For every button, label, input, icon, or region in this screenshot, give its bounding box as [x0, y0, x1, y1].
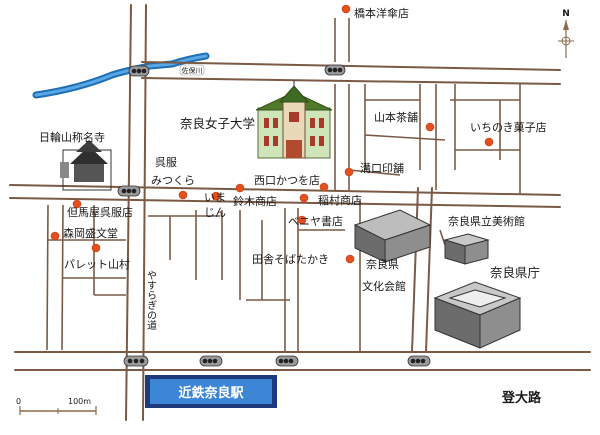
place-label: じん	[204, 206, 226, 219]
prefectural-office-building	[433, 281, 522, 349]
place-label: パレット山村	[64, 257, 130, 271]
shop-markers	[50, 4, 494, 264]
place-label: 稲村商店	[318, 193, 362, 207]
marker-beniya[interactable]	[297, 215, 307, 225]
scale-bar: 0 100m	[16, 397, 97, 415]
place-label: 但馬屋呉服店	[67, 205, 133, 219]
station-box: 近鉄奈良駅	[145, 375, 277, 408]
place-label: ベニヤ書店	[288, 214, 343, 228]
main-road-east-avenue	[411, 187, 433, 353]
place-label: 森岡盛文堂	[63, 226, 118, 240]
station-label: 近鉄奈良駅	[178, 385, 244, 401]
scale-zero: 0	[16, 397, 21, 406]
river-label-plate: 佐保川	[179, 64, 205, 76]
place-label: 西口かつを店	[254, 173, 320, 187]
place-label: いちのき菓子店	[470, 120, 547, 134]
marker-ima-jin[interactable]	[211, 191, 221, 201]
place-label: 文化会館	[362, 279, 406, 293]
marker-suzuki[interactable]	[235, 183, 245, 193]
marker-ichinoki[interactable]	[484, 137, 494, 147]
vertical-street-label: やすらぎの道	[145, 270, 157, 330]
marker-hashimoto[interactable]	[341, 4, 351, 14]
place-labels: 橋本洋傘店 山本茶舗 いちのき菓子店 奈良女子大学 日輪山称名寺 呉服 みつくら…	[39, 6, 547, 293]
middle-road	[9, 184, 561, 208]
cultural-hall-building	[353, 209, 432, 263]
place-label: 奈良県立美術館	[448, 214, 525, 228]
compass-north-label: N	[562, 9, 570, 19]
place-label: 奈良女子大学	[180, 116, 255, 131]
place-label: 田舎そばたかき	[252, 253, 329, 266]
marker-inaka-soba[interactable]	[345, 254, 355, 264]
place-label: いま	[204, 191, 226, 204]
river-label: 佐保川	[182, 66, 203, 75]
marker-nishiguchi[interactable]	[319, 182, 329, 192]
temple-illustration	[60, 140, 112, 191]
place-label: みつくら	[151, 174, 195, 187]
place-label: 日輪山称名寺	[39, 130, 105, 144]
place-label: 奈良県庁	[490, 265, 540, 280]
art-museum-building	[443, 233, 490, 265]
marker-yamamoto[interactable]	[425, 122, 435, 132]
marker-inamura[interactable]	[299, 193, 309, 203]
place-label: 鈴木商店	[233, 194, 277, 208]
marker-tajimaya[interactable]	[72, 199, 82, 209]
place-label: 山本茶舗	[374, 110, 418, 124]
scale-distance: 100m	[68, 397, 91, 406]
marker-mitsukura[interactable]	[178, 190, 188, 200]
main-road-north	[141, 61, 561, 85]
main-road-south	[14, 351, 591, 371]
marker-mizoguchi[interactable]	[344, 167, 354, 177]
place-label: 溝口印舗	[360, 161, 404, 175]
marker-palette[interactable]	[91, 243, 101, 253]
road-label: 登大路	[501, 390, 542, 406]
minor-streets	[46, 18, 521, 352]
place-label: 奈良県	[366, 257, 399, 271]
place-label: 橋本洋傘店	[354, 6, 409, 20]
traffic-signals	[117, 64, 431, 367]
compass: N	[558, 9, 574, 58]
place-label: 呉服	[155, 156, 177, 169]
university-building-illustration	[255, 80, 333, 159]
marker-morioka[interactable]	[50, 231, 60, 241]
